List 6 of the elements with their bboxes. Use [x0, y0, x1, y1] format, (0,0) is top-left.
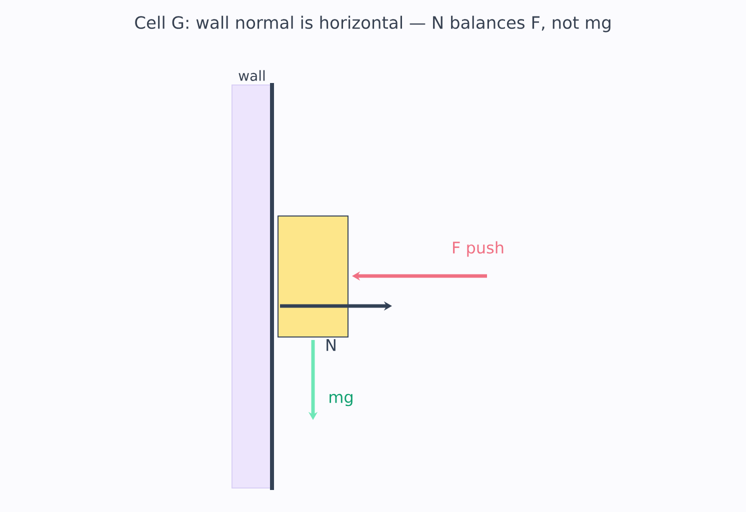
block	[278, 216, 348, 338]
node-label: wall	[238, 70, 265, 81]
title: Cell G: wall normal is horizontal — N balances F, not mg	[135, 16, 610, 32]
force-label: F push	[453, 241, 504, 257]
wall-band: wall	[232, 70, 272, 488]
force-label: mg	[330, 394, 352, 406]
